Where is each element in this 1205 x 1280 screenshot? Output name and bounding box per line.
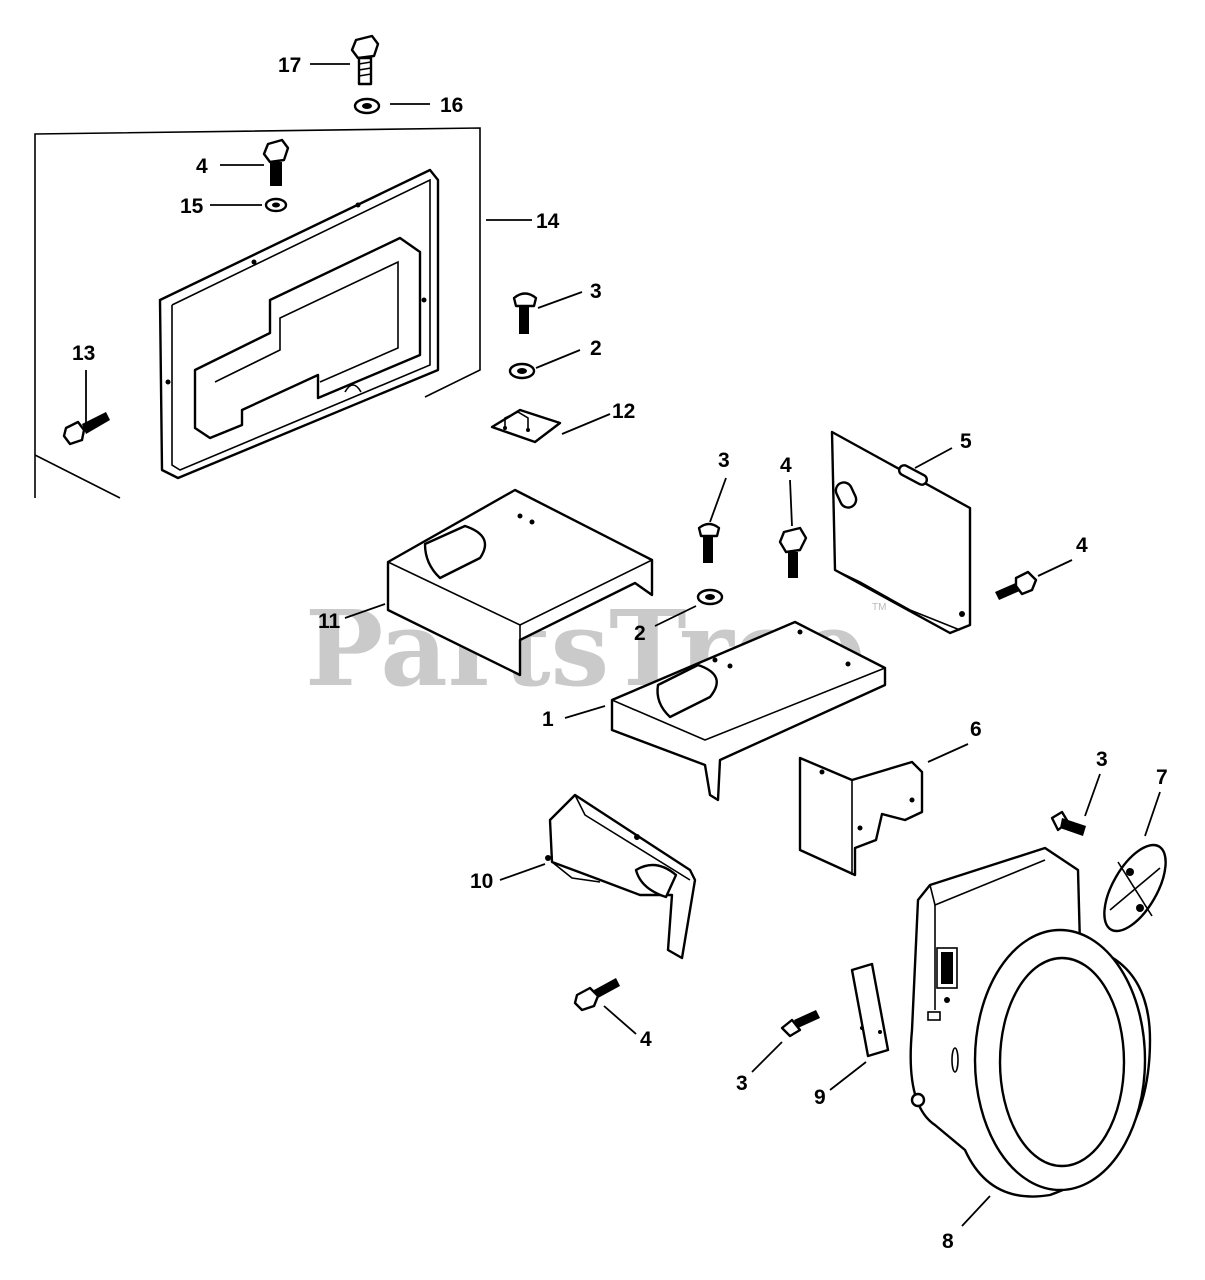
part-10-shield[interactable]: [545, 793, 697, 960]
callout-3: 3: [736, 1072, 748, 1095]
part-15-washer[interactable]: [264, 197, 288, 213]
part-12-clip[interactable]: [490, 408, 562, 444]
callout-16: 16: [440, 94, 463, 117]
part-8-housing[interactable]: [909, 846, 1152, 1198]
callout-3: 3: [1096, 748, 1108, 771]
part-7-disk[interactable]: [1092, 835, 1178, 940]
part-3-screw-middle[interactable]: [697, 522, 721, 563]
part-4-bolt-middle[interactable]: [778, 526, 808, 578]
callout-9: 9: [814, 1086, 826, 1109]
callout-5: 5: [960, 430, 972, 453]
part-11-cover[interactable]: [386, 488, 654, 677]
callout-15: 15: [180, 195, 204, 218]
callout-4: 4: [780, 454, 792, 477]
part-4-screw-right[interactable]: [995, 570, 1038, 600]
part-1-cover[interactable]: [610, 620, 887, 802]
callout-13: 13: [72, 342, 95, 365]
part-16-washer[interactable]: [353, 97, 381, 115]
callout-17: 17: [278, 54, 301, 77]
part-3-screw-upper[interactable]: [512, 292, 538, 335]
part-9-plate[interactable]: [850, 962, 890, 1058]
callout-2: 2: [634, 622, 646, 645]
callout-8: 8: [942, 1230, 954, 1253]
callout-7: 7: [1156, 766, 1168, 789]
part-2-washer-middle[interactable]: [696, 588, 724, 606]
callout-11: 11: [318, 610, 341, 633]
callout-labels: 17 16 4 15 14 13 3 2 12 3 4 5 4 11 2 1 6…: [72, 54, 1168, 1253]
callout-2: 2: [590, 337, 602, 360]
part-6-bracket[interactable]: [798, 756, 924, 877]
part-4-bolt-lower[interactable]: [573, 978, 620, 1012]
kit-bracket: [34, 127, 481, 499]
watermark-trademark: TM: [872, 602, 886, 613]
part-4-bolt-upper[interactable]: [262, 138, 290, 186]
callout-1: 1: [542, 708, 554, 731]
callout-14: 14: [536, 210, 560, 233]
part-3-screw-lower[interactable]: [780, 1010, 820, 1038]
part-5-plate[interactable]: [830, 430, 972, 635]
callout-3: 3: [590, 280, 602, 303]
part-13-screw[interactable]: [62, 412, 110, 446]
part-14-frame[interactable]: [158, 168, 440, 480]
callout-4: 4: [196, 155, 208, 178]
callout-4: 4: [640, 1028, 652, 1051]
callout-12: 12: [612, 400, 635, 423]
part-3-screw-right[interactable]: [1050, 810, 1086, 836]
callout-3: 3: [718, 449, 730, 472]
callout-6: 6: [970, 718, 982, 741]
part-17-bolt[interactable]: [350, 34, 380, 86]
callout-4: 4: [1076, 534, 1088, 557]
part-2-washer-upper[interactable]: [508, 362, 536, 380]
leader-lines: [85, 63, 1161, 1227]
callout-10: 10: [470, 870, 493, 893]
